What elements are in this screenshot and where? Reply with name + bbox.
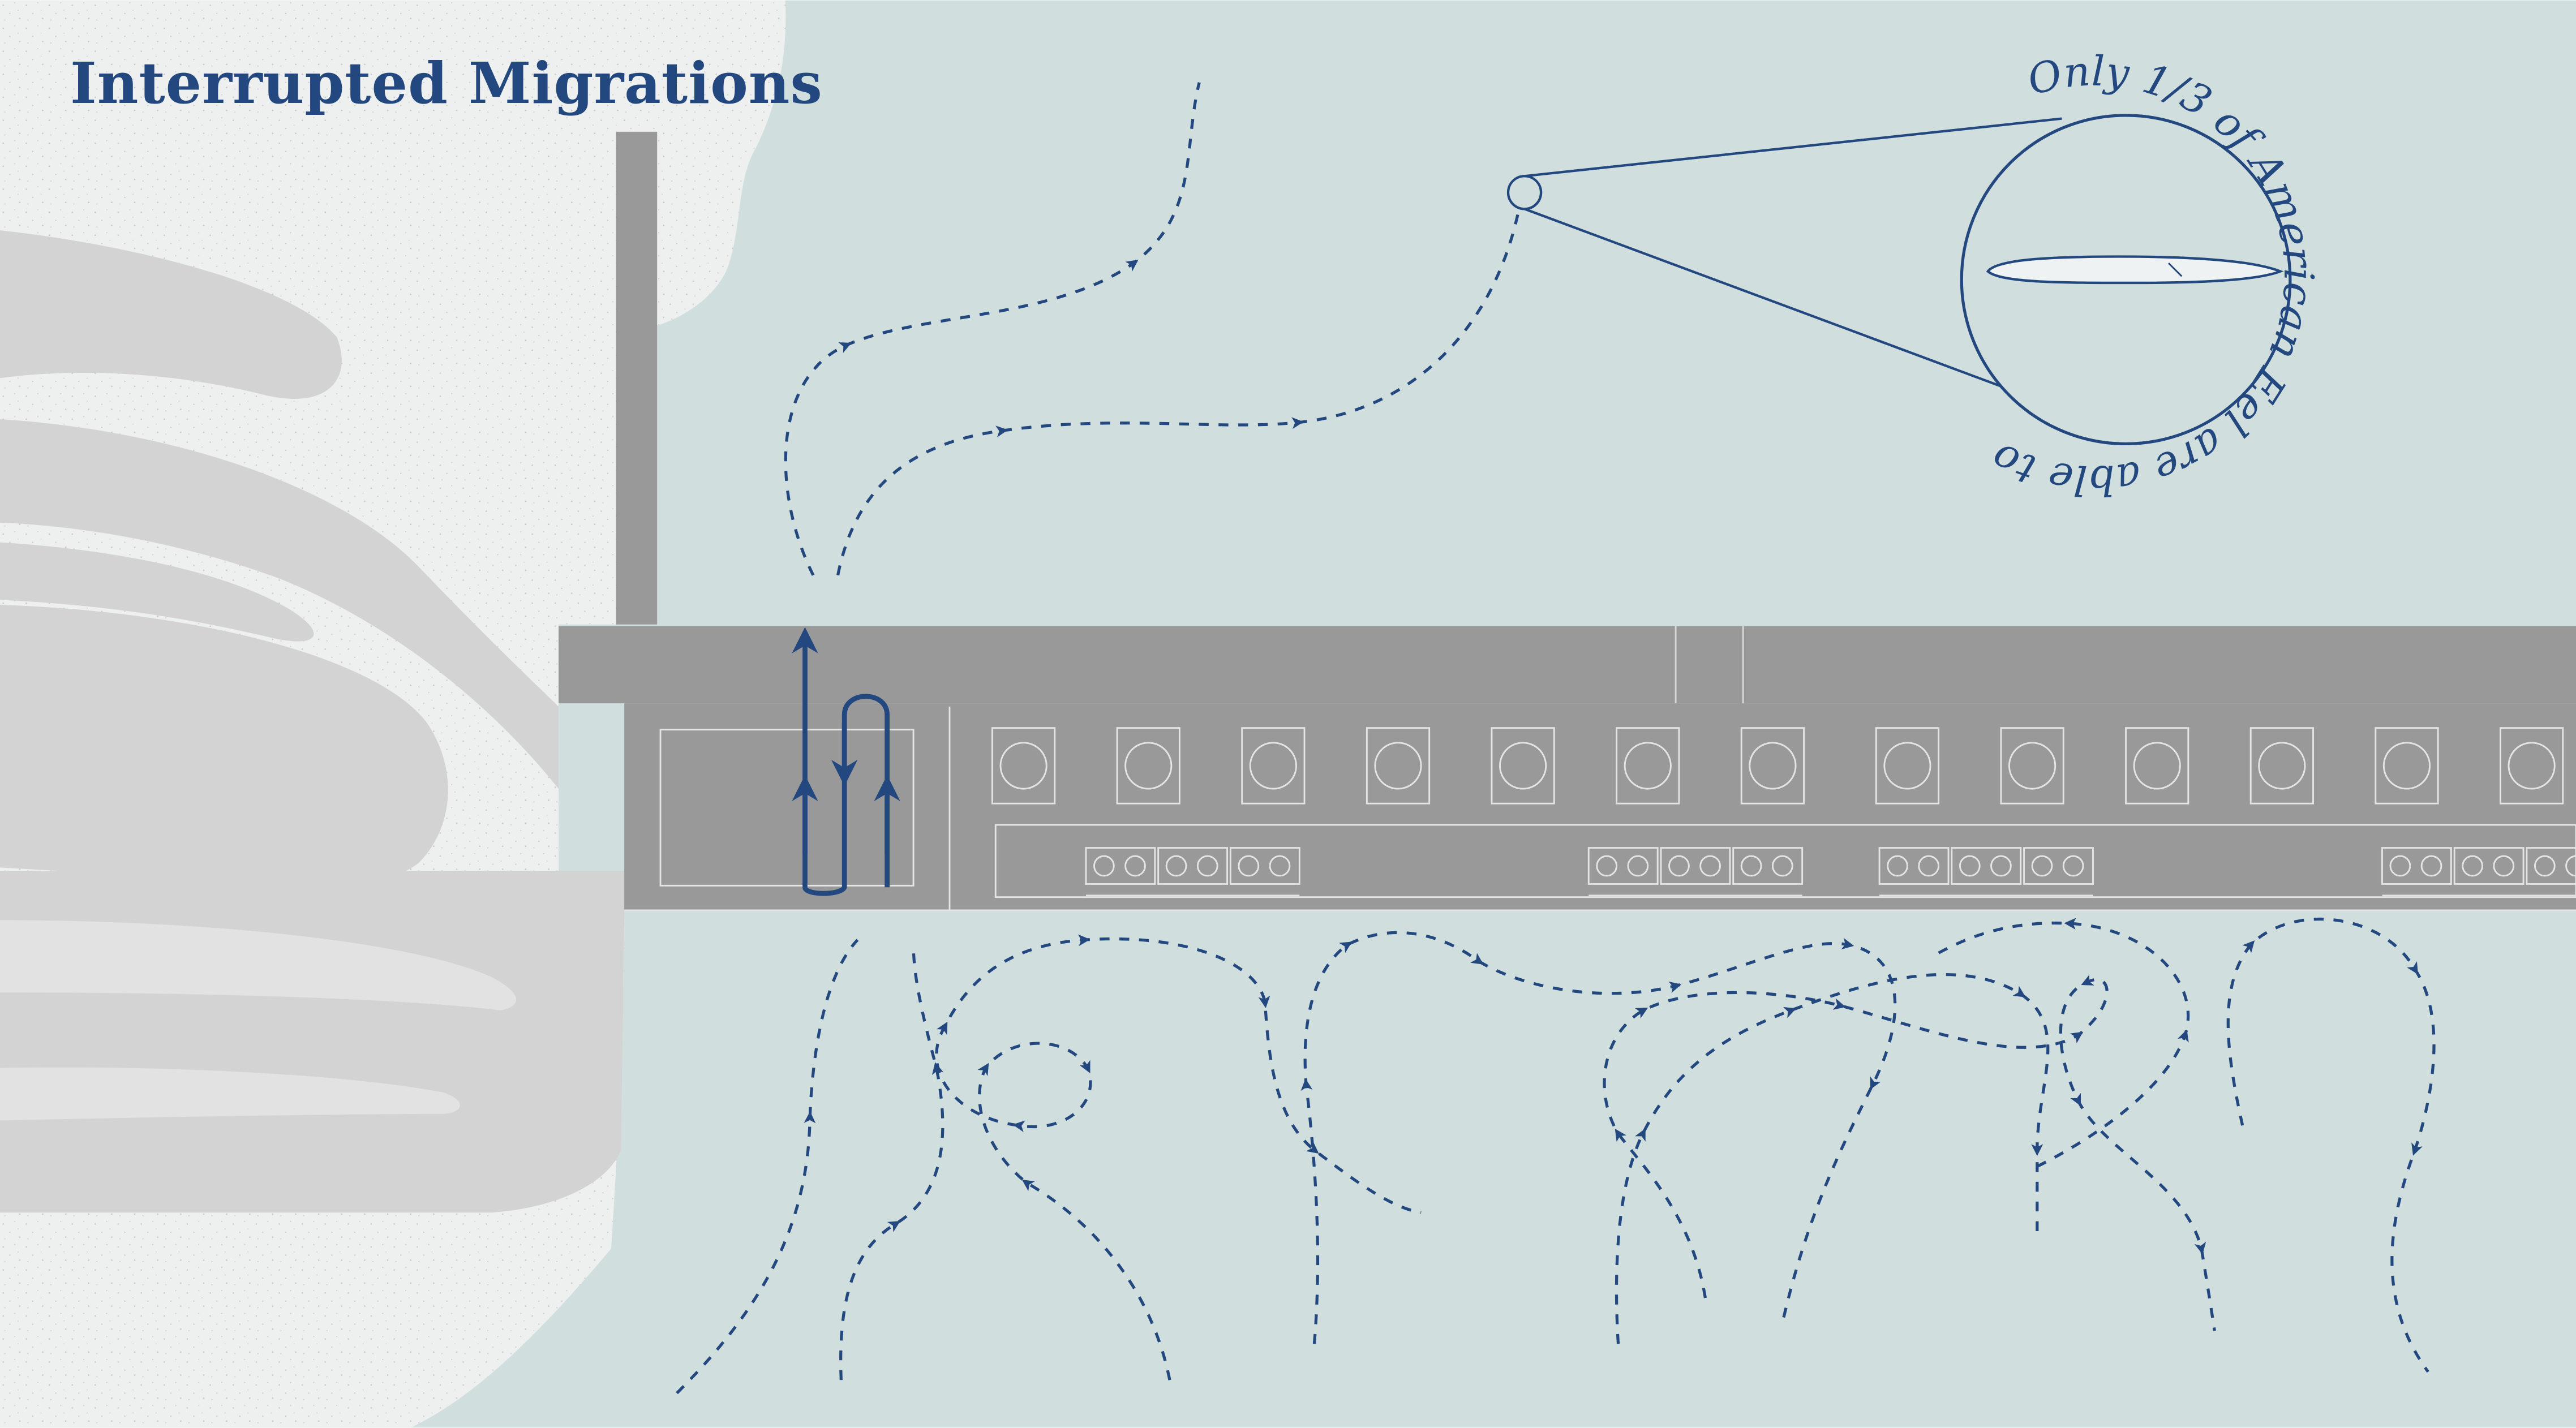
dam-gate xyxy=(1491,727,1555,805)
eel-illustration xyxy=(1986,255,2284,285)
dam-gate xyxy=(2500,727,2564,805)
dam-structure xyxy=(559,626,2576,911)
downstream-migration-paths xyxy=(676,917,2436,1395)
turbine-unit xyxy=(1587,847,1804,897)
turbine-unit xyxy=(1878,847,2094,897)
dam-shore-form xyxy=(0,230,625,1213)
dam-gate xyxy=(2375,727,2439,805)
turbine-unit xyxy=(2381,847,2576,897)
dam-gate xyxy=(991,727,1056,805)
dam-gate xyxy=(1616,727,1680,805)
dam-gates xyxy=(991,727,2564,805)
dam-gate xyxy=(1116,727,1180,805)
dam-gate xyxy=(1740,727,1805,805)
dam-gate xyxy=(2125,727,2189,805)
turbine-units xyxy=(1085,847,2576,897)
dam-pillar xyxy=(616,131,658,625)
turbine-unit xyxy=(1085,847,1300,897)
dam-gate xyxy=(2249,727,2314,805)
dam-gate xyxy=(2000,727,2064,805)
dam-gate xyxy=(1875,727,1940,805)
page-title: Interrupted Migrations xyxy=(70,50,823,117)
fish-ladder-path xyxy=(792,627,900,896)
dam-gate xyxy=(1366,727,1431,805)
upstream-migration-paths xyxy=(784,82,1521,576)
dam-gate xyxy=(1241,727,1306,805)
